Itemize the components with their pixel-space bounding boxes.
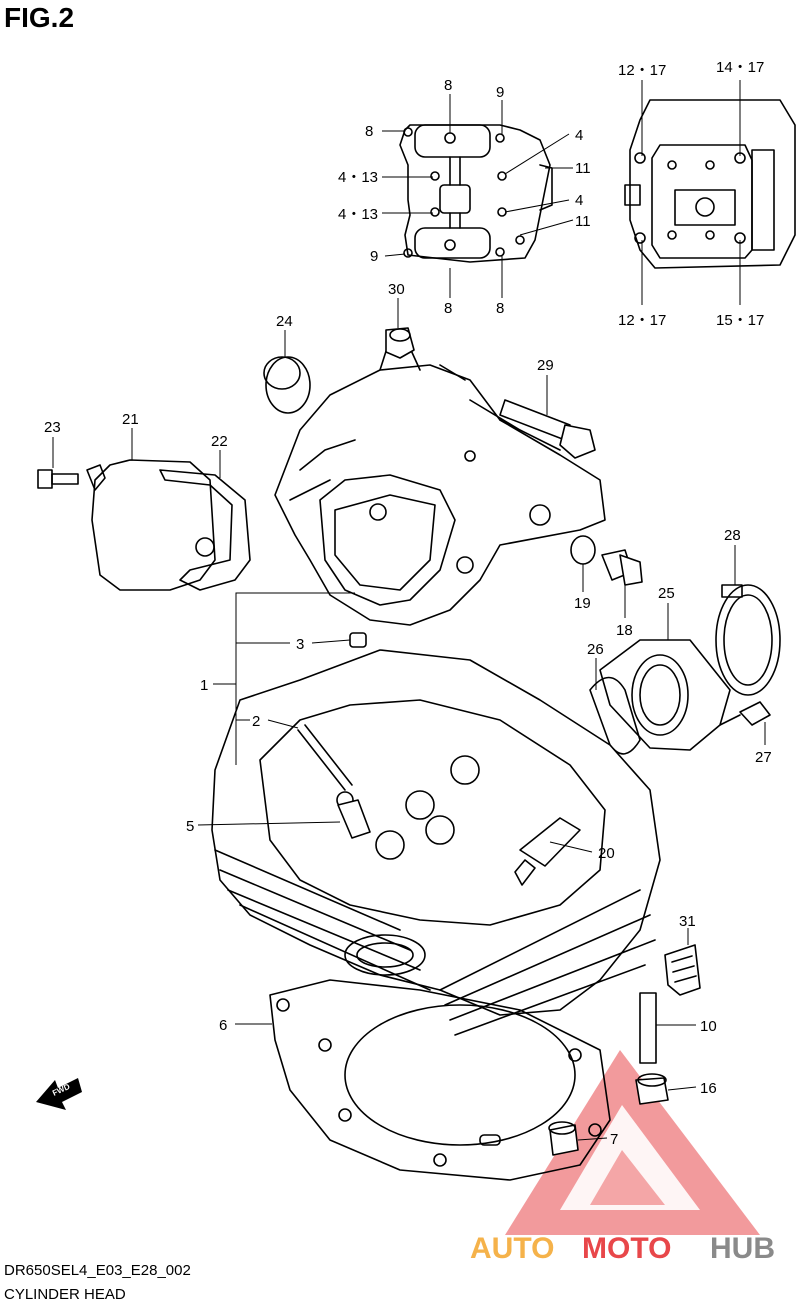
callout-18: 18	[616, 622, 633, 639]
callout-8: 8	[496, 300, 504, 317]
bolt-27	[719, 701, 771, 726]
callout-12-17: 12・17	[618, 312, 666, 329]
callout-28: 28	[724, 527, 741, 544]
callout-12-17: 12・17	[618, 62, 666, 79]
cylinder-head-1	[211, 649, 661, 1036]
callout-29: 29	[537, 357, 554, 374]
gasket-6	[269, 979, 611, 1181]
head-top-view	[624, 99, 796, 269]
callout-11: 11	[575, 213, 591, 230]
nut-30	[385, 327, 415, 359]
dowel-7	[548, 1121, 579, 1156]
diagram-code: DR650SEL4_E03_E28_002	[4, 1262, 191, 1279]
bolt-23	[37, 469, 79, 489]
callout-2: 2	[252, 713, 260, 730]
callout-4: 4	[575, 192, 583, 209]
watermark-auto: AUTO	[470, 1232, 554, 1265]
watermark-moto: MOTO	[582, 1232, 671, 1265]
callout-20: 20	[598, 845, 615, 862]
callout-23: 23	[44, 419, 61, 436]
callout-3: 3	[296, 636, 304, 653]
watermark-hub: HUB	[710, 1232, 775, 1265]
callout-8: 8	[444, 300, 452, 317]
callout-25: 25	[658, 585, 675, 602]
callout-9: 9	[496, 84, 504, 101]
callout-26: 26	[587, 641, 604, 658]
damper-31	[664, 944, 701, 996]
callout-4-13: 4・13	[338, 169, 378, 186]
diagram-name: CYLINDER HEAD	[4, 1286, 126, 1303]
automotohub-watermark: AUTO MOTO HUB	[470, 1050, 775, 1265]
callout-30: 30	[388, 281, 405, 298]
callout-27: 27	[755, 749, 772, 766]
gasket-22	[159, 469, 251, 591]
nut-16	[635, 1073, 669, 1105]
plug-24	[263, 356, 311, 414]
fwd-arrow-icon: FWD	[36, 1078, 82, 1110]
head-cover	[274, 344, 606, 626]
callout-11: 11	[575, 160, 591, 177]
valve-guide-5	[337, 799, 371, 839]
callout-19: 19	[574, 595, 591, 612]
callout-21: 21	[122, 411, 139, 428]
figure-title: FIG.2	[4, 2, 75, 33]
dowel-3	[349, 632, 367, 648]
callout-4: 4	[575, 127, 583, 144]
callout-8: 8	[365, 123, 373, 140]
leader-lines	[52, 80, 766, 1141]
callout-8: 8	[444, 77, 452, 94]
callout-6: 6	[219, 1017, 227, 1034]
callout-22: 22	[211, 433, 228, 450]
clamp-28	[715, 584, 781, 696]
bolt-29	[499, 399, 596, 459]
callout-14-17: 14・17	[716, 59, 764, 76]
washer-19	[570, 535, 596, 565]
callout-9: 9	[370, 248, 378, 265]
bracket-lead-1	[213, 592, 355, 765]
plug-bolt-18	[601, 549, 643, 586]
callout-5: 5	[186, 818, 194, 835]
callout-labels: 8 8 9 4 11 4・13 4 4・13 11 9 8 8 12・17 14…	[44, 59, 772, 1148]
callout-1: 1	[200, 677, 208, 694]
intake-pipe-25	[599, 639, 731, 751]
callout-4-13: 4・13	[338, 206, 378, 223]
stud-2	[297, 724, 353, 791]
callout-10: 10	[700, 1018, 717, 1035]
stud-10	[639, 992, 657, 1064]
rocker-top-view	[399, 124, 553, 263]
callout-16: 16	[700, 1080, 717, 1097]
breather-cover-21	[86, 459, 216, 591]
callout-7: 7	[610, 1131, 618, 1148]
callout-15-17: 15・17	[716, 312, 764, 329]
callout-31: 31	[679, 913, 696, 930]
callout-24: 24	[276, 313, 293, 330]
